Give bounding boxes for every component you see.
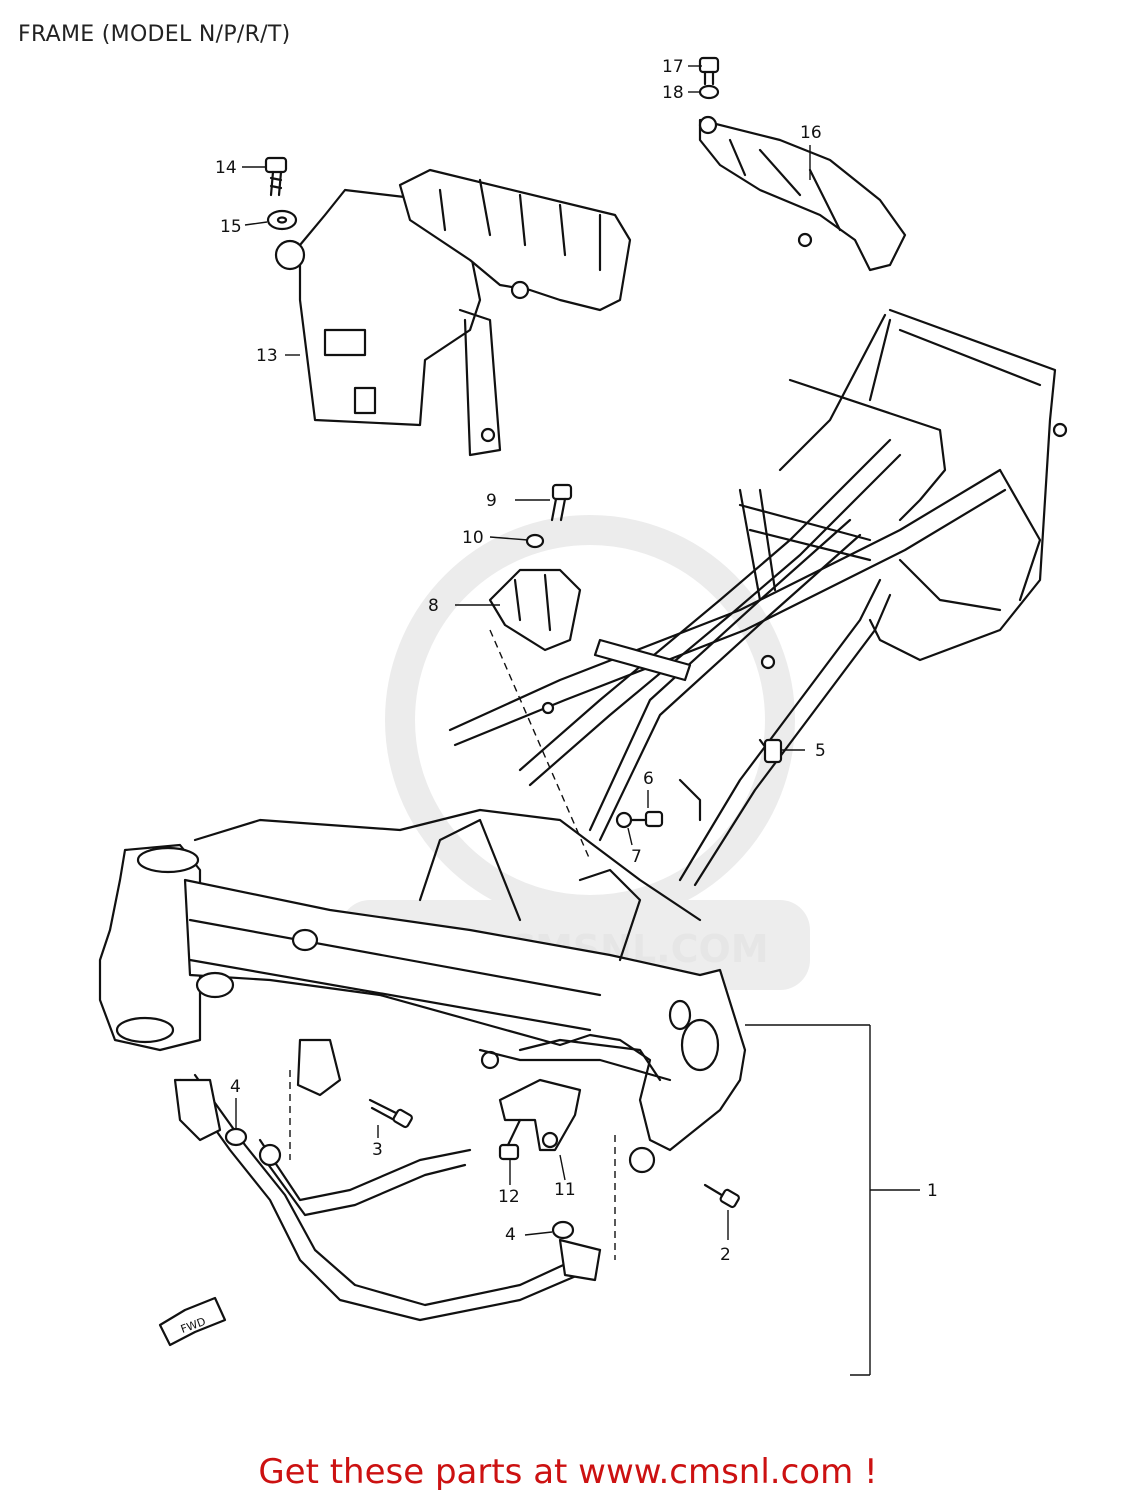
diagram-title: FRAME (MODEL N/P/R/T) [18, 22, 291, 47]
callout-4b: 4 [505, 1225, 516, 1245]
battery-case-13[interactable] [274, 168, 632, 457]
bolt-6[interactable] [628, 810, 664, 828]
callout-13: 13 [256, 346, 278, 366]
bolt-3[interactable] [368, 1098, 413, 1129]
callout-15: 15 [220, 217, 242, 237]
callout-10: 10 [462, 528, 484, 548]
nut-4a[interactable] [224, 1127, 248, 1147]
forward-arrow-icon: FWD [158, 1296, 227, 1347]
link-11[interactable] [498, 1078, 582, 1152]
bolt-14[interactable] [264, 156, 288, 197]
leader-lines [235, 65, 920, 1376]
washer-7[interactable] [615, 811, 633, 829]
callout-11: 11 [554, 1180, 576, 1200]
bracket-8[interactable] [488, 568, 582, 652]
callout-7: 7 [631, 847, 642, 867]
nut-4b[interactable] [551, 1220, 575, 1240]
callout-2: 2 [720, 1245, 731, 1265]
bolt-17[interactable] [698, 56, 720, 86]
bolt-12[interactable] [498, 1118, 522, 1161]
callout-16: 16 [800, 123, 822, 143]
callout-14: 14 [215, 158, 237, 178]
callout-18: 18 [662, 83, 684, 103]
callout-1: 1 [927, 1181, 938, 1201]
callout-5: 5 [815, 741, 826, 761]
main-frame-1[interactable] [98, 808, 747, 1174]
bolt-2[interactable] [703, 1183, 740, 1209]
nut-10[interactable] [525, 533, 545, 549]
callout-6: 6 [643, 769, 654, 789]
washer-18[interactable] [698, 84, 720, 100]
footer-promo-link[interactable]: Get these parts at www.cmsnl.com ! [258, 1452, 878, 1492]
callout-8: 8 [428, 596, 439, 616]
callout-9: 9 [486, 491, 497, 511]
washer-15[interactable] [266, 209, 298, 231]
bracket-16[interactable] [698, 115, 907, 272]
callout-4a: 4 [230, 1077, 241, 1097]
callout-12: 12 [498, 1187, 520, 1207]
callout-labels: 17 18 16 14 15 13 9 10 8 5 6 7 4 3 12 11… [215, 57, 938, 1265]
clip-5[interactable] [763, 738, 783, 764]
lower-cradle[interactable] [173, 1073, 602, 1322]
callout-3: 3 [372, 1140, 383, 1160]
callout-17: 17 [662, 57, 684, 77]
rear-subframe[interactable] [448, 308, 1068, 887]
bolt-9[interactable] [550, 483, 573, 522]
